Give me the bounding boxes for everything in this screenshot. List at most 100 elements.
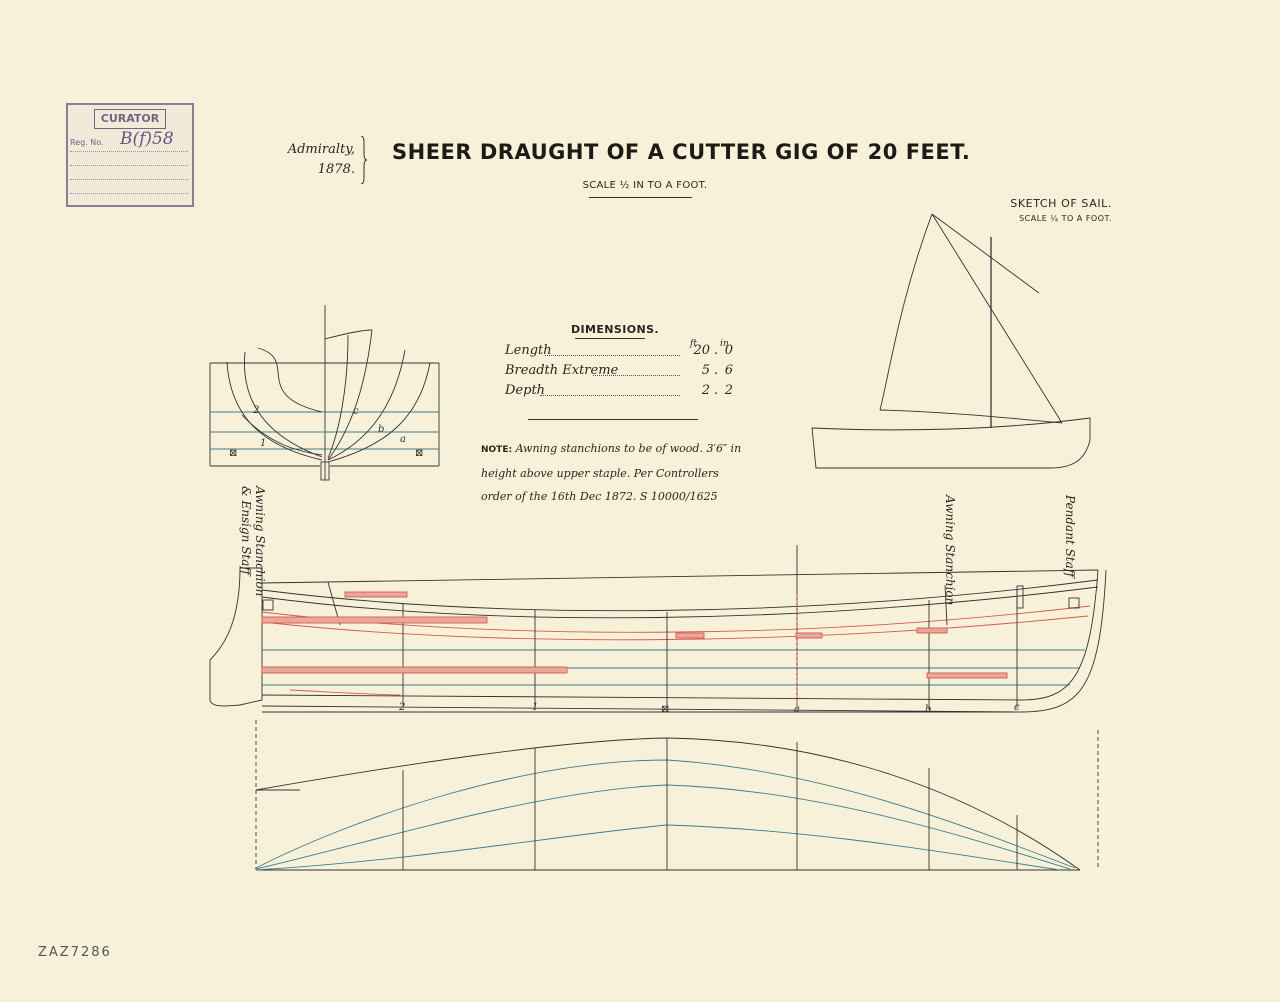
station-label: 2 (398, 702, 405, 713)
thwart (344, 591, 408, 598)
dimensions-underline (575, 338, 645, 339)
stamp-line (70, 165, 188, 166)
body-plan (209, 305, 440, 481)
body-section-fore (327, 329, 373, 461)
body-section-aft (257, 347, 323, 413)
dimension-label: Length (505, 343, 552, 358)
gunwale-line (261, 586, 1099, 619)
body-mark-a: a (400, 434, 406, 445)
dimension-row-breadth: Breadth Extreme 5 . 6 (505, 363, 735, 381)
drawing-scale: SCALE ½ IN TO A FOOT. (582, 180, 708, 191)
keel-outline (261, 569, 1107, 713)
dimension-inches: 2 (724, 383, 733, 398)
station-label: b (925, 704, 931, 715)
sail-foot (879, 409, 1063, 424)
scale-underline (589, 197, 692, 198)
riser-line (261, 615, 1089, 641)
dimension-inches: 6 (724, 363, 733, 378)
dimension-feet: 20 (693, 343, 710, 358)
stamp-number: B(f)58 (120, 129, 174, 149)
admiralty-year: 1878. (317, 162, 355, 177)
body-section-aft (241, 414, 323, 456)
stamp-line (70, 179, 188, 180)
thwart (675, 632, 705, 639)
dimension-label: Depth (505, 383, 546, 398)
sail-sketch-scale: SCALE ¼ TO A FOOT. (1019, 214, 1112, 223)
body-section-fore (327, 362, 431, 463)
body-mark-2: 2 (252, 405, 259, 416)
thwart (261, 666, 568, 674)
separator-dot: . (714, 383, 719, 398)
thwart (926, 672, 1008, 679)
body-mark-c: c (353, 406, 359, 417)
awning-note: NOTE: Awning stanchions to be of wood. 3… (481, 437, 751, 508)
thwart (795, 632, 823, 639)
leader-dots (593, 375, 680, 376)
station-label: a (794, 704, 800, 715)
body-section-aft (244, 351, 323, 458)
dimension-inches: 0 (724, 343, 733, 358)
sheer-plan (209, 545, 1107, 713)
dimension-row-depth: Depth 2 . 2 (505, 383, 735, 401)
dimension-label: Breadth Extreme (505, 363, 619, 378)
note-heading: NOTE: (481, 445, 513, 455)
gunwale-line (261, 579, 1099, 612)
separator-dot: . (714, 363, 719, 378)
keel-rabbet (261, 569, 1099, 701)
sail-sketch (811, 213, 1091, 469)
dimensions-heading: DIMENSIONS. (571, 323, 659, 336)
half-breadth-plan (255, 720, 1099, 871)
stamp-title: CURATOR (94, 109, 166, 129)
body-section-fore (327, 349, 406, 461)
body-section-aft (226, 361, 323, 461)
thwart (261, 616, 488, 624)
half-breadth-sheer (255, 737, 1081, 871)
stamp-line (70, 193, 188, 194)
curator-stamp: CURATOR Reg. No. B(f)58 (66, 103, 194, 207)
stern-post (209, 567, 263, 707)
rowlock (1016, 585, 1024, 609)
stamp-reg-label: Reg. No. (70, 138, 104, 147)
separator-dot: . (714, 343, 719, 358)
page-title: SHEER DRAUGHT OF A CUTTER GIG OF 20 FEET… (392, 140, 971, 164)
body-plan-keel (320, 461, 330, 481)
half-breadth-waterline (255, 784, 1071, 870)
unit-inches: in (720, 339, 729, 349)
stamp-line (70, 151, 188, 152)
dimension-feet: 5 (701, 363, 710, 378)
archive-reference: ZAZ7286 (38, 945, 112, 960)
sail-luff (879, 213, 933, 411)
station-label: c (1014, 702, 1020, 713)
admiralty-note: Admiralty, 1878. (283, 140, 355, 180)
sail-sketch-title: SKETCH OF SAIL. (1010, 197, 1112, 210)
unit-feet: ft (690, 339, 697, 349)
dimensions-rule (528, 419, 698, 420)
body-section-fore (327, 334, 349, 459)
awning-stanchion (944, 584, 948, 626)
station-label: ⊠ (661, 704, 669, 715)
body-mark-midship-left: ⊠ (229, 448, 237, 459)
half-breadth-waterline (255, 824, 1061, 871)
sail-leech (931, 213, 1063, 424)
body-mark-midship-right: ⊠ (415, 448, 423, 459)
note-text: Awning stanchions to be of wood. 3′6″ in… (481, 442, 742, 503)
leader-dots (545, 355, 680, 356)
body-mark-1: 1 (260, 438, 266, 449)
thwart (916, 627, 948, 634)
sail-yard (931, 213, 1040, 294)
sail-hull (811, 417, 1091, 469)
rowlock (1068, 597, 1080, 609)
station-label: 1 (532, 702, 538, 713)
dimension-row-length: Length 20 . 0 (505, 343, 735, 361)
half-breadth-waterline (255, 759, 1076, 869)
rowlock (262, 599, 274, 611)
dimension-feet: 2 (701, 383, 710, 398)
brace-mark (360, 136, 368, 184)
leader-dots (540, 395, 680, 396)
body-section-fore-top (324, 329, 373, 340)
garboard-line (289, 689, 401, 696)
sheer-line (261, 569, 1099, 584)
admiralty-line1: Admiralty, (287, 142, 355, 157)
